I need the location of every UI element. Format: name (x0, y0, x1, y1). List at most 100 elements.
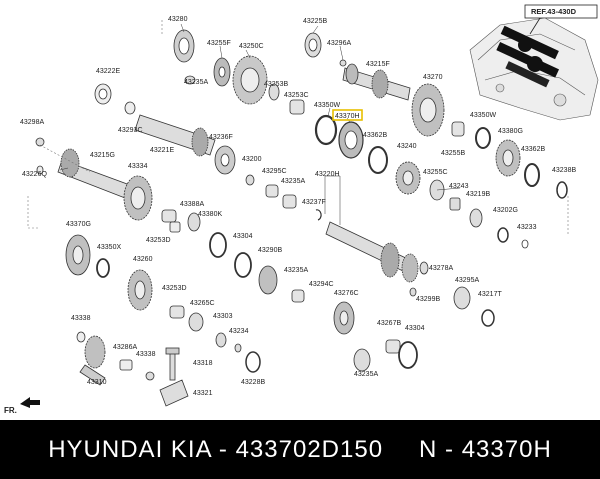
label-43235A-d[interactable]: 43235A (354, 371, 378, 378)
gear-43255F[interactable] (213, 57, 231, 87)
label-43310[interactable]: 43310 (87, 379, 107, 386)
gear-43286A[interactable] (84, 335, 106, 369)
ring-43295C[interactable] (265, 184, 279, 198)
label-43350W-a[interactable]: 43350W (314, 102, 340, 109)
label-43321[interactable]: 43321 (193, 390, 213, 397)
label-43318[interactable]: 43318 (193, 360, 213, 367)
bolt-43318[interactable] (165, 347, 180, 381)
label-43226Q[interactable]: 43226Q (22, 171, 47, 178)
gear-43250C[interactable] (232, 55, 268, 105)
bearing-43219B[interactable] (469, 208, 483, 228)
label-43255F[interactable]: 43255F (207, 40, 231, 47)
label-43280[interactable]: 43280 (168, 16, 188, 23)
washer-43296A[interactable] (339, 59, 347, 67)
bearing-43295A[interactable] (453, 286, 471, 310)
label-43260[interactable]: 43260 (133, 256, 153, 263)
bearing-43253D-a[interactable] (169, 221, 181, 233)
shaft-43215F[interactable] (342, 63, 411, 101)
gear-43240[interactable] (395, 161, 421, 195)
label-43221E[interactable]: 43221E (150, 147, 174, 154)
label-43225B[interactable]: 43225B (303, 18, 327, 25)
bearing-43267B[interactable] (385, 339, 401, 354)
ring-43350W-a[interactable] (314, 114, 338, 146)
ring-43338-a[interactable] (76, 331, 86, 343)
label-43338-b[interactable]: 43338 (136, 351, 156, 358)
label-43265C[interactable]: 43265C (190, 300, 215, 307)
label-43215G[interactable]: 43215G (90, 152, 115, 159)
label-43228B[interactable]: 43228B (241, 379, 265, 386)
ring-43226Q[interactable] (36, 165, 44, 175)
label-43235A-a[interactable]: 43235A (184, 79, 208, 86)
label-43290B[interactable]: 43290B (258, 247, 282, 254)
bearing-43338-b[interactable] (119, 359, 133, 371)
label-43303[interactable]: 43303 (213, 313, 233, 320)
shaft-43221E[interactable] (134, 114, 216, 157)
label-43286A[interactable]: 43286A (113, 344, 137, 351)
washer-43233[interactable] (521, 239, 529, 249)
label-43253B[interactable]: 43253B (264, 81, 288, 88)
label-43298A[interactable]: 43298A (20, 119, 44, 126)
bearing-43253B[interactable] (268, 83, 280, 101)
washer-43200[interactable] (245, 174, 255, 186)
bearing-43235A-b[interactable] (282, 194, 297, 209)
washer-43298A[interactable] (35, 137, 45, 147)
bearing-43243[interactable] (449, 197, 461, 211)
shaft-43220H[interactable] (325, 221, 419, 283)
label-43350W-b[interactable]: 43350W (470, 112, 496, 119)
label-43234[interactable]: 43234 (229, 328, 249, 335)
label-43270[interactable]: 43270 (423, 74, 443, 81)
label-43236F[interactable]: 43236F (209, 134, 233, 141)
label-43255C[interactable]: 43255C (423, 169, 448, 176)
label-43217T[interactable]: 43217T (478, 291, 502, 298)
label-43215F[interactable]: 43215F (366, 61, 390, 68)
clip-43237F[interactable] (315, 209, 322, 221)
bearing-43253C[interactable] (289, 99, 305, 115)
label-43222E[interactable]: 43222E (96, 68, 120, 75)
label-43362B-a[interactable]: 43362B (363, 132, 387, 139)
label-43334[interactable]: 43334 (128, 163, 148, 170)
ring-43278A[interactable] (419, 261, 429, 275)
label-43219B[interactable]: 43219B (466, 191, 490, 198)
label-43220H[interactable]: 43220H (315, 171, 340, 178)
ring-43362B-a[interactable] (368, 146, 388, 174)
label-43237F[interactable]: 43237F (302, 199, 326, 206)
label-43370H[interactable]: 43370H (335, 113, 360, 120)
bearing-43388A[interactable] (161, 209, 177, 223)
washer-43299B[interactable] (409, 287, 417, 297)
label-43243[interactable]: 43243 (449, 183, 469, 190)
ring-43303[interactable] (215, 332, 227, 348)
gear-43236F[interactable] (214, 145, 236, 175)
label-43278A[interactable]: 43278A (429, 265, 453, 272)
shaft-43310[interactable] (79, 364, 106, 386)
label-43294C[interactable]: 43294C (309, 281, 334, 288)
bearing-43294C[interactable] (291, 289, 305, 303)
label-43250C[interactable]: 43250C (239, 43, 264, 50)
ring-43290B[interactable] (234, 252, 252, 278)
gear-43235A-d[interactable] (353, 348, 371, 372)
label-43338-a[interactable]: 43338 (71, 315, 91, 322)
ring-43234[interactable] (234, 343, 242, 353)
gear-43380G[interactable] (495, 139, 521, 177)
gear-43276C[interactable] (333, 301, 355, 335)
ring-43350X[interactable] (96, 258, 110, 278)
label-43304-a[interactable]: 43304 (233, 233, 253, 240)
bearing-43253D-b[interactable] (169, 305, 185, 319)
label-43362B-b[interactable]: 43362B (521, 146, 545, 153)
gear-43280[interactable] (173, 29, 195, 63)
ring-43235A-a[interactable] (184, 75, 196, 85)
gear-43370G[interactable] (65, 234, 91, 276)
label-43296A[interactable]: 43296A (327, 40, 351, 47)
label-43380G[interactable]: 43380G (498, 128, 523, 135)
label-43388A[interactable]: 43388A (180, 201, 204, 208)
label-43235A-c[interactable]: 43235A (284, 267, 308, 274)
label-43295C[interactable]: 43295C (262, 168, 287, 175)
label-43299B[interactable]: 43299B (416, 296, 440, 303)
ring-43304-a[interactable] (209, 232, 227, 258)
ring-43222E[interactable] (94, 83, 112, 105)
label-43276C[interactable]: 43276C (334, 290, 359, 297)
label-43267B[interactable]: 43267B (377, 320, 401, 327)
ring-43217T[interactable] (481, 309, 495, 327)
ring-43238B[interactable] (556, 181, 568, 199)
label-43350X[interactable]: 43350X (97, 244, 121, 251)
pin-43293C[interactable] (124, 101, 136, 115)
